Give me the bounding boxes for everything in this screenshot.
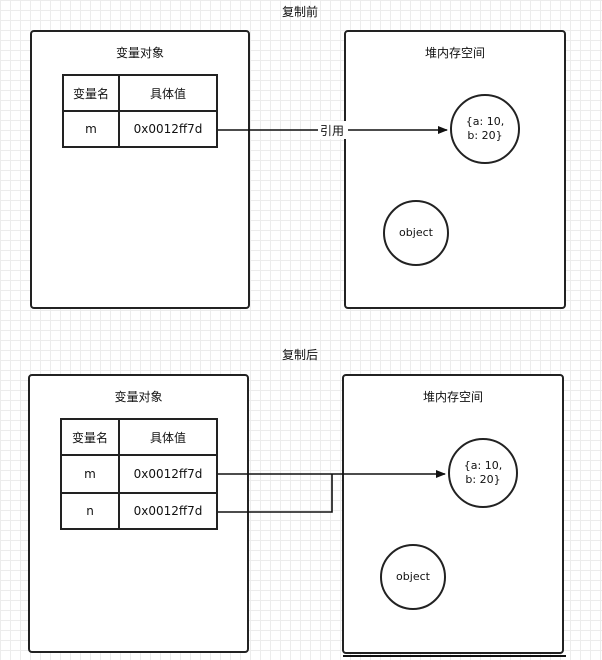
- before-variable-object-title: 变量对象: [115, 46, 164, 60]
- before-title: 复制前: [281, 5, 318, 19]
- before-heap-title: 堆内存空间: [424, 46, 485, 60]
- after-row-n-value: 0x0012ff7d: [118, 492, 218, 530]
- after-header-value: 具体值: [118, 418, 218, 456]
- after-heap-object-circle: {a: 10,b: 20}: [448, 438, 518, 508]
- after-object-circle: object: [380, 544, 446, 610]
- before-heap-object-line1: {a: 10,: [465, 115, 505, 128]
- before-arrow-label: 引用: [320, 124, 345, 138]
- after-row-n-name: n: [60, 492, 120, 530]
- after-heap-panel: 堆内存空间: [342, 374, 564, 654]
- after-n-reference-line: [218, 474, 333, 513]
- after-heap-object-line1: {a: 10,: [463, 459, 503, 472]
- before-heap-object-line2: b: 20}: [467, 129, 503, 142]
- after-variable-object-title: 变量对象: [114, 390, 163, 404]
- after-heap-title: 堆内存空间: [422, 390, 483, 404]
- before-row-m-value: 0x0012ff7d: [118, 110, 218, 148]
- before-arrow-label-bg: [318, 121, 348, 139]
- after-title: 复制后: [281, 348, 318, 362]
- after-heap-object-line2: b: 20}: [465, 473, 501, 486]
- before-heap-panel: 堆内存空间: [344, 30, 566, 309]
- before-object-circle: object: [383, 200, 449, 266]
- before-heap-object-circle: {a: 10,b: 20}: [450, 94, 520, 164]
